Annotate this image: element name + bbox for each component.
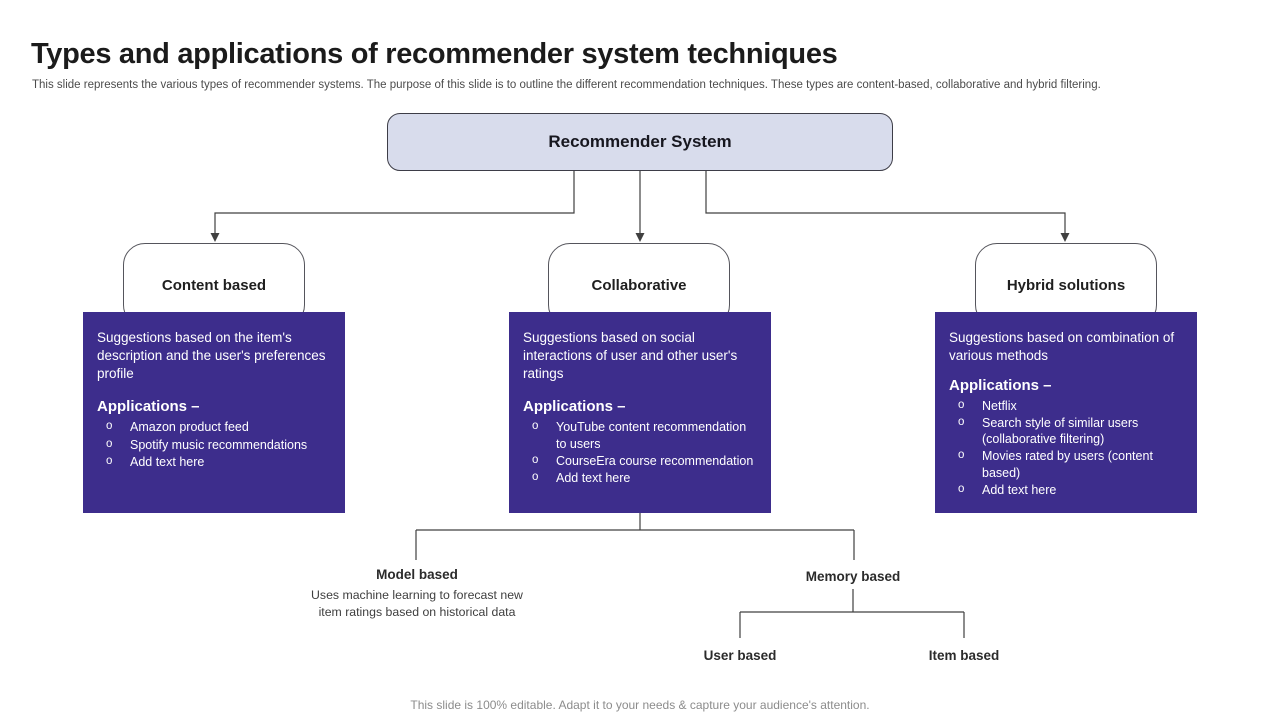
node-label: Collaborative (591, 276, 687, 294)
applications-list: Amazon product feedSpotify music recomme… (97, 419, 332, 470)
applications-heading: Applications – (97, 398, 200, 416)
arrowhead-hybrid (1060, 233, 1070, 242)
model-based-description: Uses machine learning to forecast new it… (311, 588, 523, 619)
node-label: Content based (161, 276, 267, 294)
card-collaborative: Suggestions based on social interactions… (509, 312, 771, 513)
node-memory-based: Memory based (773, 569, 933, 584)
connector-root-to-content (214, 170, 575, 233)
node-user-based: User based (703, 648, 777, 663)
applications-heading: Applications – (523, 398, 626, 416)
application-item: Add text here (97, 454, 332, 470)
page-title: Types and applications of recommender sy… (31, 38, 838, 70)
application-item: Movies rated by users (content based) (949, 448, 1184, 481)
application-item: Netflix (949, 398, 1184, 414)
node-model-based: Model based (376, 567, 458, 582)
node-item-based: Item based (928, 648, 1000, 663)
card-description: Suggestions based on combination of vari… (949, 330, 1175, 363)
application-item: Search style of similar users (collabora… (949, 415, 1184, 448)
connector-root-to-hybrid (705, 170, 1066, 233)
root-node-recommender-system: Recommender System (387, 113, 893, 171)
application-item: Amazon product feed (97, 419, 332, 435)
arrowhead-content (210, 233, 220, 242)
footer-note: This slide is 100% editable. Adapt it to… (410, 698, 870, 712)
connector-memory-children (739, 589, 965, 638)
root-node-label: Recommender System (548, 132, 732, 151)
card-hybrid-solutions: Suggestions based on combination of vari… (935, 312, 1197, 513)
application-item: YouTube content recommendation to users (523, 419, 758, 452)
applications-list: NetflixSearch style of similar users (co… (949, 398, 1184, 499)
arrowhead-collaborative (635, 233, 645, 242)
connector-collaborative-children (415, 513, 855, 560)
application-item: CourseEra course recommendation (523, 453, 758, 469)
application-item: Spotify music recommendations (97, 437, 332, 453)
card-description: Suggestions based on social interactions… (523, 330, 738, 381)
node-label: Hybrid solutions (1006, 276, 1126, 294)
application-item: Add text here (523, 470, 758, 486)
applications-list: YouTube content recommendation to usersC… (523, 419, 758, 486)
page-subtitle: This slide represents the various types … (32, 79, 1101, 91)
card-content-based: Suggestions based on the item's descript… (83, 312, 345, 513)
applications-heading: Applications – (949, 376, 1052, 394)
application-item: Add text here (949, 482, 1184, 498)
card-description: Suggestions based on the item's descript… (97, 330, 326, 381)
